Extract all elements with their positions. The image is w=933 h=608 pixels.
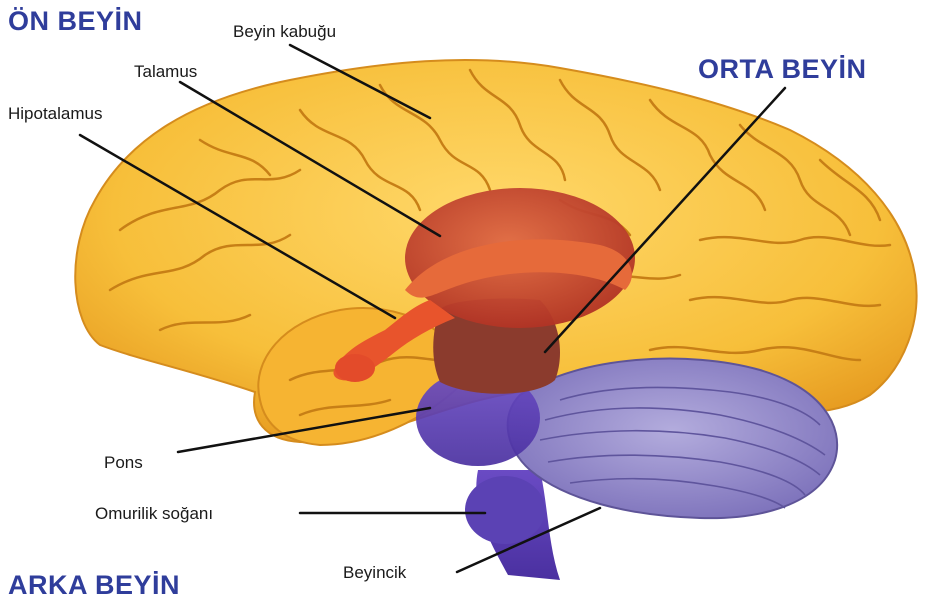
- forebrain-heading: ÖN BEYİN: [8, 6, 143, 37]
- pituitary: [335, 354, 375, 382]
- label-medulla: Omurilik soğanı: [95, 504, 213, 524]
- midbrain-heading: ORTA BEYİN: [698, 54, 867, 85]
- label-pons: Pons: [104, 453, 143, 473]
- label-hypothalamus: Hipotalamus: [8, 104, 103, 124]
- hindbrain-heading: ARKA BEYİN: [8, 570, 180, 601]
- label-thalamus: Talamus: [134, 62, 197, 82]
- medulla-bulge: [465, 476, 545, 544]
- cerebellum: [508, 359, 837, 519]
- label-cerebellum: Beyincik: [343, 563, 406, 583]
- label-cortex: Beyin kabuğu: [233, 22, 336, 42]
